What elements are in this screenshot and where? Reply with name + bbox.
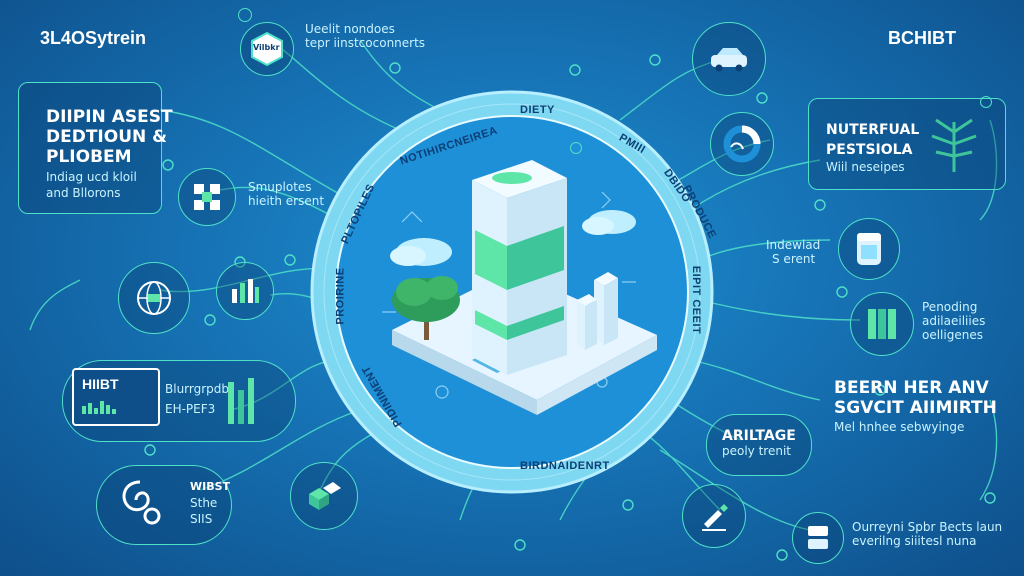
- brand-logo-right: BCHIBT: [888, 28, 956, 48]
- columns-button[interactable]: [850, 292, 914, 356]
- left-info-panel: [18, 82, 162, 214]
- right-text3-line1: Penoding: [922, 300, 978, 314]
- top-center-text-2: tepr iinstcoconnerts: [305, 36, 426, 50]
- gear-icon: [980, 96, 992, 108]
- ring-label-top-2: DIETY: [520, 104, 555, 116]
- left-mid-text-1: Smuplotes: [248, 180, 312, 194]
- bottom-right-line2: everilng siiitesl nuna: [852, 534, 977, 548]
- monitor-screen-label: HIIBT: [82, 376, 119, 392]
- right-text3-line3: oelligenes: [922, 328, 983, 342]
- right-panel1-line1: NUTERFUAL: [826, 122, 920, 138]
- chart-button[interactable]: [216, 262, 274, 320]
- columns-icon: [868, 309, 896, 339]
- right-panel2-line3: Mel hnhee sebwyinge: [834, 420, 965, 434]
- bottom-left-panel: [96, 465, 232, 545]
- pie-chart-button[interactable]: [710, 112, 774, 176]
- right-panel1-line3: Wiil neseipes: [826, 160, 905, 174]
- car-icon: [711, 48, 747, 72]
- right-panel2-line2: SGVCIT AIIMIRTH: [834, 398, 997, 418]
- hexagon-icon: [251, 31, 283, 67]
- right-panel2-line1: BEERN HER ANV: [834, 378, 989, 398]
- right-text2-line1: Indewlad: [766, 238, 821, 252]
- hexagon-badge[interactable]: Vilbkr: [240, 22, 294, 76]
- bottom-right-line1: Ourreyni Spbr Bects laun: [852, 520, 1003, 534]
- left-panel-line4: Indiag ucd kloil: [46, 170, 137, 184]
- building-illustration: [390, 160, 657, 415]
- leaf-icon: [931, 118, 977, 172]
- server-icon: [808, 526, 828, 549]
- screen-panel-line1: Blurrgrpdb: [165, 382, 230, 396]
- right-panel3-line2: peoly trenit: [722, 444, 791, 458]
- container-icon: [857, 233, 881, 265]
- container-button[interactable]: [838, 218, 900, 280]
- pie-chart-icon: [723, 125, 761, 163]
- monitor-bars: [82, 401, 116, 414]
- right-panel3-line1: ARILTAGE: [722, 428, 796, 444]
- left-panel-line3: PLIOBEM: [46, 147, 132, 167]
- cube-icon: [309, 482, 341, 510]
- right-info-panel-3: [706, 414, 812, 476]
- ring-label-left-2: PROIRINE: [334, 267, 347, 325]
- pen-icon: [702, 504, 728, 531]
- bottom-left-line1: WIBST: [190, 480, 231, 493]
- bottom-left-line3: SIIS: [190, 512, 213, 526]
- right-info-panel-1: [808, 98, 1006, 190]
- brand-logo-left: 3L4OSytrein: [40, 28, 147, 48]
- bar-chart-icon: [228, 378, 254, 424]
- swirl-icon[interactable]: [112, 476, 168, 532]
- right-text2-line2: S erent: [772, 252, 816, 266]
- monitor-icon[interactable]: HIIBT: [72, 368, 160, 426]
- building-blocks-button[interactable]: [178, 168, 236, 226]
- screen-panel-line2: EH-PEF3: [165, 402, 216, 416]
- badge-label: Vilbkr: [253, 43, 280, 52]
- right-text3-line2: adilaeiliies: [922, 314, 986, 328]
- chart-icon: [232, 279, 259, 303]
- left-mid-text-2: hieith ersent: [248, 194, 325, 208]
- settings-icon: [570, 142, 582, 154]
- bottom-left-line2: Sthe: [190, 496, 218, 510]
- cube-button[interactable]: [290, 462, 358, 530]
- ring-label-bottom: BIRDNAIDENRT: [520, 460, 610, 472]
- pen-button[interactable]: [682, 484, 746, 548]
- globe-network-icon: [137, 281, 171, 315]
- top-center-text-1: Ueelit nondoes: [305, 22, 395, 36]
- car-button[interactable]: [692, 22, 766, 96]
- globe-button[interactable]: [118, 262, 190, 334]
- left-panel-line2: DEDTIOUN &: [46, 127, 167, 147]
- server-button[interactable]: [792, 512, 844, 564]
- right-panel1-line2: PESTSIOLA: [826, 142, 913, 158]
- left-panel-line1: DIIPIN ASEST: [46, 107, 173, 127]
- building-blocks-icon: [194, 184, 220, 210]
- left-panel-line5: and Bllorons: [46, 186, 121, 200]
- settings-icon-small: [238, 8, 252, 22]
- ring-label-right-3: EIPIT CEEIT: [690, 265, 703, 335]
